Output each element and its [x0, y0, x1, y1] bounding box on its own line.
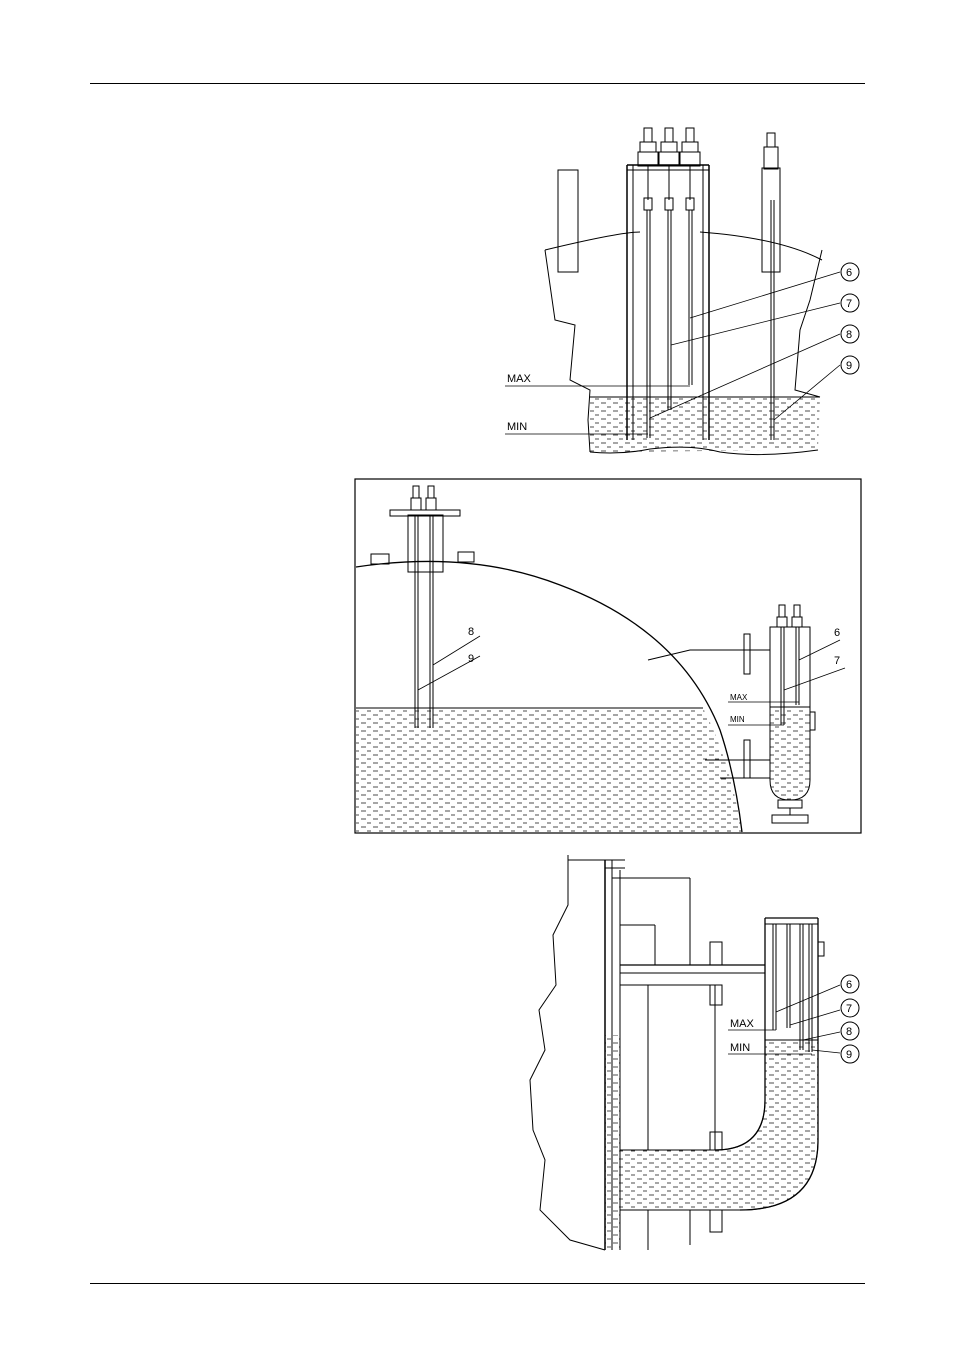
probe-group-tank [411, 486, 436, 728]
callout-8-left: 8 [468, 626, 474, 638]
callout-7: 7 [846, 298, 852, 310]
figure-bottom [530, 855, 859, 1250]
figure-top [505, 128, 859, 455]
probe-single-right [762, 133, 780, 440]
callout-7-right: 7 [834, 655, 840, 667]
figure-middle [355, 479, 861, 833]
probe-group-bend [773, 924, 812, 1052]
liquid-tank [356, 708, 742, 832]
probe-group-standpipe [638, 128, 700, 438]
max-label: MAX [730, 1018, 755, 1030]
break-line-wall [530, 855, 605, 1250]
liquid-bend [620, 1040, 818, 1210]
max-label: MAX [730, 693, 748, 702]
break-line-left [545, 250, 590, 452]
liquid-top [590, 397, 820, 452]
callout-9: 9 [846, 1049, 852, 1061]
callout-7: 7 [846, 1003, 852, 1015]
min-label: MIN [730, 715, 745, 724]
min-label: MIN [730, 1042, 750, 1054]
callout-8: 8 [846, 329, 852, 341]
callout-6: 6 [846, 979, 852, 991]
callout-9-left: 9 [468, 653, 474, 665]
callout-6-right: 6 [834, 627, 840, 639]
dome-curve [545, 232, 640, 250]
callout-9: 9 [846, 360, 852, 372]
callout-6: 6 [846, 267, 852, 279]
callout-8: 8 [846, 1026, 852, 1038]
max-label: MAX [507, 373, 532, 385]
break-line-right [795, 250, 822, 397]
min-label: MIN [507, 421, 527, 433]
